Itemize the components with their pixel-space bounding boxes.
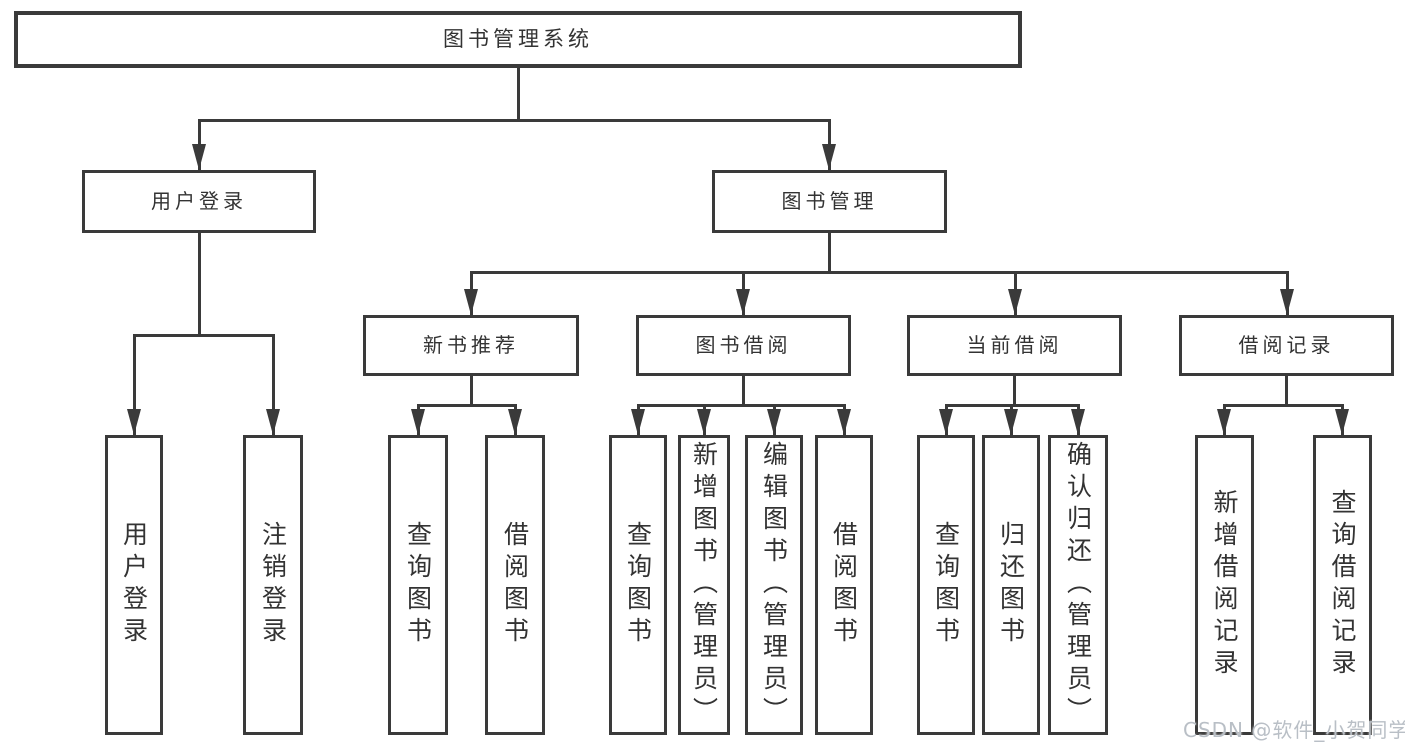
connector-line <box>197 233 201 337</box>
node-return-books: 归还图书 <box>982 435 1040 735</box>
node-book-borrow: 图书借阅 <box>636 315 851 376</box>
connector-arrow <box>697 404 711 435</box>
node-query-books-current: 查询图书 <box>917 435 975 735</box>
connector-arrow <box>767 404 781 435</box>
connector-line <box>132 334 275 337</box>
connector-line <box>516 68 520 122</box>
node-borrow-books-leaf: 借阅图书 <box>815 435 873 735</box>
node-user-login-leaf: 用户登录 <box>105 435 163 735</box>
node-library-system: 图书管理系统 <box>14 11 1022 68</box>
connector-arrow <box>411 404 425 435</box>
connector-arrow <box>939 404 953 435</box>
connector-arrow <box>1004 404 1018 435</box>
connector-line <box>1013 376 1016 407</box>
connector-arrow <box>508 404 522 435</box>
connector-arrow <box>1280 271 1294 315</box>
connector-arrow <box>192 119 206 170</box>
connector-line <box>469 271 1288 274</box>
node-current-borrow: 当前借阅 <box>907 315 1122 376</box>
node-add-borrow-record: 新增借阅记录 <box>1195 435 1254 735</box>
connector-arrow <box>822 119 836 170</box>
node-book-management-branch: 图书管理 <box>712 170 947 233</box>
connector-line <box>416 404 517 407</box>
connector-arrow <box>837 404 851 435</box>
connector-line <box>742 376 745 407</box>
connector-arrow <box>1335 404 1349 435</box>
connector-line <box>828 233 831 274</box>
connector-arrow <box>127 334 141 435</box>
connector-arrow <box>1008 271 1022 315</box>
node-query-borrow-record: 查询借阅记录 <box>1313 435 1372 735</box>
connector-line <box>1223 404 1344 407</box>
connector-arrow <box>631 404 645 435</box>
node-logout-leaf: 注销登录 <box>243 435 303 735</box>
node-query-books-borrow: 查询图书 <box>609 435 667 735</box>
connector-arrow <box>736 271 750 315</box>
node-borrow-books-recommend: 借阅图书 <box>485 435 545 735</box>
connector-line <box>636 404 846 407</box>
connector-line <box>1285 376 1288 407</box>
node-confirm-return-admin: 确认归还（管理员） <box>1048 435 1108 735</box>
node-query-books-recommend: 查询图书 <box>388 435 448 735</box>
connector-arrow <box>1217 404 1231 435</box>
connector-arrow <box>266 334 280 435</box>
connector-arrow <box>464 271 478 315</box>
node-new-book-recommend: 新书推荐 <box>363 315 579 376</box>
connector-arrow <box>1071 404 1085 435</box>
watermark-text: CSDN @软件_小贺同学 <box>1183 718 1405 742</box>
node-edit-book-admin: 编辑图书（管理员） <box>745 435 803 735</box>
connector-line <box>469 376 473 407</box>
node-borrow-records: 借阅记录 <box>1179 315 1394 376</box>
node-user-login-branch: 用户登录 <box>82 170 316 233</box>
connector-line <box>197 119 830 122</box>
node-add-book-admin: 新增图书（管理员） <box>678 435 730 735</box>
